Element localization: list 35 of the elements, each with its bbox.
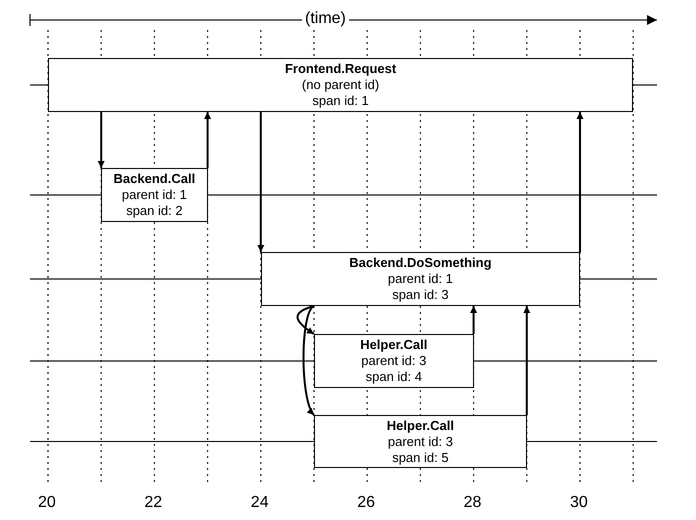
span-detail: (no parent id) [302, 77, 380, 93]
span-name: Backend.DoSomething [349, 255, 492, 271]
arrow [296, 305, 315, 335]
span-detail: parent id: 3 [388, 434, 453, 450]
span-detail: span id: 4 [366, 369, 422, 385]
tick-label: 28 [462, 494, 482, 512]
span-detail: span id: 5 [392, 450, 449, 466]
span-name: Helper.Call [386, 418, 454, 434]
span-detail: parent id: 3 [361, 353, 426, 369]
arrow [257, 112, 264, 252]
span-detail: span id: 2 [126, 203, 183, 219]
span-detail: parent id: 1 [122, 187, 187, 203]
arrow [470, 306, 478, 334]
span-box [101, 168, 208, 222]
axis-label: (time) [302, 10, 349, 28]
span-name: Helper.Call [360, 337, 428, 353]
span-detail: span id: 1 [312, 93, 369, 109]
span-box [314, 334, 474, 388]
tick-label: 30 [569, 494, 589, 512]
span-detail: span id: 3 [392, 287, 449, 303]
span-box [48, 58, 634, 112]
span-detail: parent id: 1 [388, 271, 453, 287]
arrow [204, 112, 212, 168]
arrow [302, 305, 315, 416]
span-name: Backend.Call [114, 171, 196, 187]
span-name: Frontend.Request [284, 61, 396, 77]
tick-label: 26 [356, 494, 376, 512]
tick-label: 20 [37, 494, 57, 512]
tick-label: 24 [250, 494, 270, 512]
arrow [523, 306, 530, 415]
arrow [98, 112, 105, 168]
tick-label: 22 [143, 494, 164, 512]
arrow [576, 112, 584, 252]
span-box [260, 252, 580, 306]
span-box [314, 415, 527, 468]
